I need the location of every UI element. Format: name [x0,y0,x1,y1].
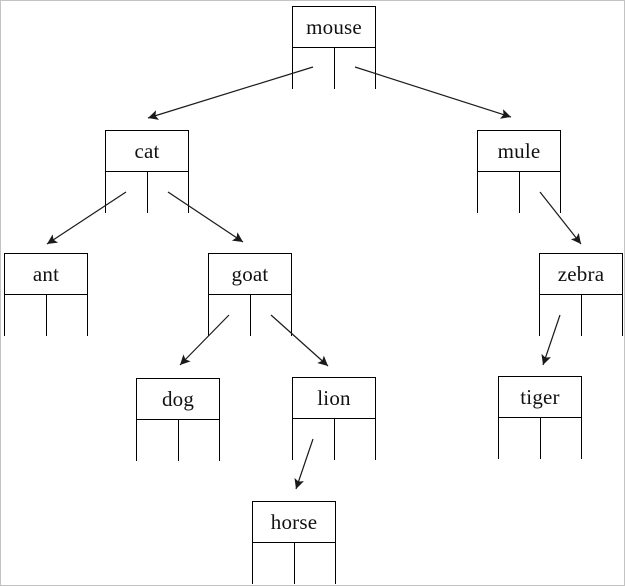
tree-node-horse: horse [252,501,336,584]
node-pointer-cells [137,420,219,461]
tree-node-tiger: tiger [498,376,582,459]
left-pointer-cell [5,295,47,336]
tree-node-cat: cat [105,130,189,213]
right-pointer-cell [334,48,375,89]
tree-node-zebra: zebra [539,253,623,336]
node-label-ant: ant [5,254,87,295]
right-pointer-cell [519,172,560,213]
node-label-horse: horse [253,502,335,543]
tree-node-goat: goat [208,253,292,336]
node-label-mule: mule [478,131,560,172]
left-pointer-cell [253,543,295,584]
left-pointer-cell [499,418,541,459]
right-pointer-cell [581,295,622,336]
node-pointer-cells [293,419,375,460]
left-pointer-cell [293,48,335,89]
node-label-goat: goat [209,254,291,295]
left-pointer-cell [540,295,582,336]
right-pointer-cell [294,543,335,584]
node-label-mouse: mouse [293,7,375,48]
node-pointer-cells [253,543,335,584]
node-pointer-cells [293,48,375,89]
right-pointer-cell [334,419,375,460]
node-pointer-cells [106,172,188,213]
tree-node-ant: ant [4,253,88,336]
right-pointer-cell [178,420,219,461]
node-pointer-cells [478,172,560,213]
tree-node-mule: mule [477,130,561,213]
node-label-tiger: tiger [499,377,581,418]
left-pointer-cell [478,172,520,213]
left-pointer-cell [106,172,148,213]
node-pointer-cells [540,295,622,336]
node-pointer-cells [5,295,87,336]
tree-node-lion: lion [292,377,376,460]
node-label-dog: dog [137,379,219,420]
node-label-cat: cat [106,131,188,172]
left-pointer-cell [293,419,335,460]
left-pointer-cell [209,295,251,336]
left-pointer-cell [137,420,179,461]
right-pointer-cell [46,295,87,336]
right-pointer-cell [250,295,291,336]
tree-node-mouse: mouse [292,6,376,89]
node-label-lion: lion [293,378,375,419]
right-pointer-cell [540,418,581,459]
right-pointer-cell [147,172,188,213]
node-label-zebra: zebra [540,254,622,295]
node-pointer-cells [209,295,291,336]
tree-node-dog: dog [136,378,220,461]
node-pointer-cells [499,418,581,459]
